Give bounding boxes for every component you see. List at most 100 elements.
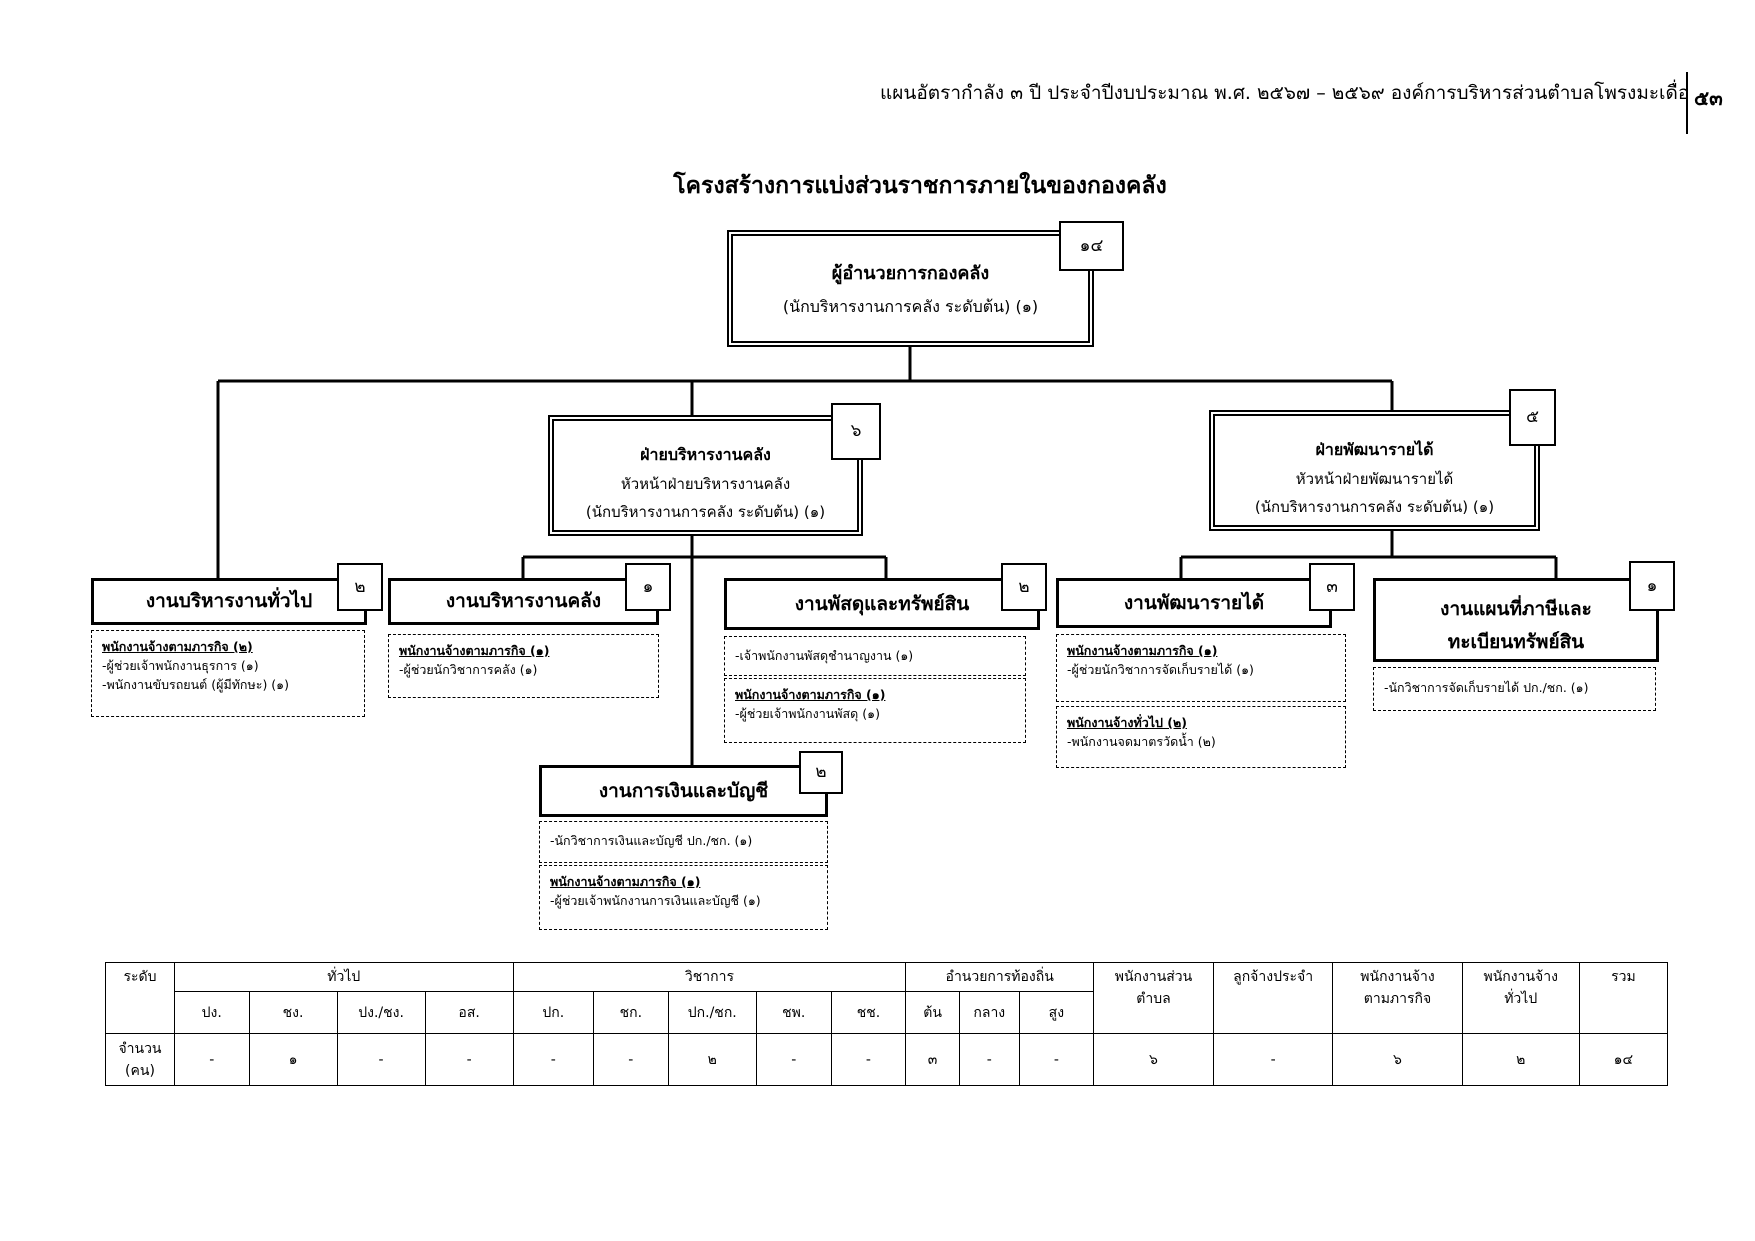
table-cell: -: [958, 1033, 1020, 1086]
unit-supplies-box: งานพัสดุและทรัพย์สิน: [724, 578, 1040, 630]
subheader: สูง: [1018, 991, 1095, 1034]
unit-accounting-box: งานการเงินและบัญชี: [539, 765, 828, 817]
document-header-title: แผนอัตรากำลัง ๓ ปี ประจำปีงบประมาณ พ.ศ. …: [880, 82, 1690, 104]
detail-heading: พนักงานจ้างตามภารกิจ (๑): [735, 687, 886, 702]
unit-title: งานแผนที่ภาษีและ: [1440, 598, 1592, 620]
subheader: กลาง: [958, 991, 1020, 1034]
unit-title: งานพัฒนารายได้: [1123, 592, 1265, 614]
unit-title: งานบริหารงานทั่วไป: [145, 590, 313, 612]
page-number: ๕๓: [1694, 86, 1723, 110]
subheader: ชช.: [830, 991, 907, 1034]
table-cell: -: [512, 1033, 594, 1086]
detail-heading: พนักงานจ้างทั่วไป (๒): [1067, 715, 1187, 730]
division-title: ฝ่ายพัฒนารายได้: [1315, 440, 1434, 459]
detail-item: -เจ้าพนักงานพัสดุชำนาญงาน (๑): [735, 648, 914, 663]
subheader: ปก.: [512, 991, 594, 1034]
detail-item: -ผู้ช่วยนักวิชาการจัดเก็บรายได้ (๑): [1067, 661, 1254, 677]
table-cell: ๖: [1332, 1033, 1463, 1086]
detail-item: -ผู้ช่วยเจ้าพนักงานการเงินและบัญชี (๑): [550, 892, 761, 908]
table-cell: -: [1212, 1033, 1334, 1086]
subheader: ชง.: [248, 991, 338, 1034]
table-cell: -: [755, 1033, 832, 1086]
division-finance-admin-count: ๖: [831, 403, 881, 460]
detail-item: -นักวิชาการเงินและบัญชี ปก./ชก. (๑): [550, 833, 753, 848]
header-divider: [1686, 72, 1688, 134]
detail-heading: พนักงานจ้างตามภารกิจ (๑): [1067, 643, 1218, 658]
division-finance-admin-box: ฝ่ายบริหารงานคลัง หัวหน้าฝ่ายบริหารงานคล…: [548, 415, 863, 536]
unit-revenue-dev-details-1: พนักงานจ้างตามภารกิจ (๑) -ผู้ช่วยนักวิชา…: [1056, 634, 1346, 702]
unit-supplies-details-2: พนักงานจ้างตามภารกิจ (๑) -ผู้ช่วยเจ้าพนั…: [724, 678, 1026, 743]
table-cell: -: [173, 1033, 250, 1086]
unit-accounting-details-2: พนักงานจ้างตามภารกิจ (๑) -ผู้ช่วยเจ้าพนั…: [539, 865, 828, 930]
group-header-general: ทั่วไป: [173, 962, 514, 992]
director-subtitle: (นักบริหารงานการคลัง ระดับต้น) (๑): [782, 297, 1039, 316]
table-cell: -: [424, 1033, 514, 1086]
subheader: ต้น: [905, 991, 960, 1034]
header-general-employee: พนักงานจ้างทั่วไป: [1461, 962, 1580, 1034]
unit-general-admin-details: พนักงานจ้างตามภารกิจ (๒) -ผู้ช่วยเจ้าพนั…: [91, 630, 365, 717]
detail-item: -พนักงานจดมาตรวัดน้ำ (๒): [1067, 733, 1216, 749]
unit-title: งานบริหารงานคลัง: [445, 590, 602, 612]
subheader: ปง.: [173, 991, 250, 1034]
division-title: ฝ่ายบริหารงานคลัง: [640, 445, 771, 464]
detail-item: -ผู้ช่วยเจ้าพนักงานธุรการ (๑): [102, 657, 259, 673]
header-permanent-employee: ลูกจ้างประจำ: [1212, 962, 1334, 1034]
chart-title: โครงสร้างการแบ่งส่วนราชการภายในของกองคลั…: [673, 173, 1167, 199]
table-cell: ๑๔: [1578, 1033, 1669, 1086]
unit-general-admin-count: ๒: [337, 563, 383, 611]
header-mission-employee: พนักงานจ้างตามภารกิจ: [1332, 962, 1463, 1034]
unit-title: งานพัสดุและทรัพย์สิน: [794, 593, 970, 615]
unit-accounting-count: ๒: [799, 751, 843, 794]
division-head: หัวหน้าฝ่ายบริหารงานคลัง: [620, 475, 791, 493]
subheader: ชพ.: [755, 991, 832, 1034]
table-cell: -: [1018, 1033, 1095, 1086]
subheader: อส.: [424, 991, 514, 1034]
table-cell: ๓: [905, 1033, 960, 1086]
unit-finance-admin-box: งานบริหารงานคลัง: [388, 578, 659, 625]
unit-finance-admin-details: พนักงานจ้างตามภารกิจ (๑) -ผู้ช่วยนักวิชา…: [388, 634, 659, 698]
detail-item: -ผู้ช่วยเจ้าพนักงานพัสดุ (๑): [735, 705, 880, 721]
detail-item: -พนักงานขับรถยนต์ (ผู้มีทักษะ) (๑): [102, 676, 289, 692]
unit-general-admin-box: งานบริหารงานทั่วไป: [91, 578, 367, 625]
table-cell: -: [592, 1033, 669, 1086]
group-header-executive: อำนวยการท้องถิ่น: [905, 962, 1095, 992]
unit-title: งานการเงินและบัญชี: [598, 780, 769, 802]
header-subdistrict-staff: พนักงานส่วนตำบล: [1093, 962, 1214, 1034]
detail-item: -นักวิชาการจัดเก็บรายได้ ปก./ชก. (๑): [1384, 680, 1589, 695]
level-header: ระดับ: [105, 962, 175, 1034]
unit-revenue-dev-details-2: พนักงานจ้างทั่วไป (๒) -พนักงานจดมาตรวัดน…: [1056, 706, 1346, 768]
unit-tax-map-count: ๑: [1629, 561, 1675, 611]
division-revenue-box: ฝ่ายพัฒนารายได้ หัวหน้าฝ่ายพัฒนารายได้ (…: [1209, 410, 1540, 531]
unit-tax-map-details: -นักวิชาการจัดเก็บรายได้ ปก./ชก. (๑): [1373, 667, 1656, 711]
row-label: จำนวน(คน): [105, 1033, 175, 1086]
unit-revenue-dev-box: งานพัฒนารายได้: [1056, 578, 1332, 628]
unit-title-line2: ทะเบียนทรัพย์สิน: [1447, 631, 1585, 653]
staff-summary-table: ระดับ ทั่วไป วิชาการ อำนวยการท้องถิ่น พน…: [105, 962, 1669, 1086]
unit-tax-map-box: งานแผนที่ภาษีและ ทะเบียนทรัพย์สิน: [1373, 578, 1659, 662]
detail-item: -ผู้ช่วยนักวิชาการคลัง (๑): [399, 661, 538, 677]
unit-finance-admin-count: ๑: [625, 563, 671, 611]
division-revenue-count: ๕: [1509, 389, 1556, 446]
director-title: ผู้อำนวยการกองคลัง: [831, 263, 990, 284]
director-count: ๑๔: [1059, 221, 1124, 271]
table-cell: -: [830, 1033, 907, 1086]
table-cell: ๒: [667, 1033, 757, 1086]
unit-accounting-details-1: -นักวิชาการเงินและบัญชี ปก./ชก. (๑): [539, 821, 828, 863]
detail-heading: พนักงานจ้างตามภารกิจ (๒): [102, 639, 253, 654]
division-head: หัวหน้าฝ่ายพัฒนารายได้: [1295, 470, 1454, 488]
unit-supplies-details-1: -เจ้าพนักงานพัสดุชำนาญงาน (๑): [724, 636, 1026, 676]
subheader: ปก./ชก.: [667, 991, 757, 1034]
division-position: (นักบริหารงานการคลัง ระดับต้น) (๑): [585, 503, 826, 521]
table-cell: ๖: [1093, 1033, 1214, 1086]
unit-revenue-dev-count: ๓: [1309, 563, 1355, 611]
table-cell: ๒: [1461, 1033, 1580, 1086]
table-cell: ๑: [248, 1033, 338, 1086]
subheader: ชก.: [592, 991, 669, 1034]
detail-heading: พนักงานจ้างตามภารกิจ (๑): [550, 874, 701, 889]
detail-heading: พนักงานจ้างตามภารกิจ (๑): [399, 643, 550, 658]
unit-supplies-count: ๒: [1001, 563, 1047, 611]
director-box: ผู้อำนวยการกองคลัง (นักบริหารงานการคลัง …: [727, 230, 1094, 347]
division-position: (นักบริหารงานการคลัง ระดับต้น) (๑): [1254, 498, 1495, 516]
table-row: จำนวน(คน) - ๑ - - - - ๒ - - ๓ - - ๖ - ๖ …: [105, 1033, 1669, 1086]
